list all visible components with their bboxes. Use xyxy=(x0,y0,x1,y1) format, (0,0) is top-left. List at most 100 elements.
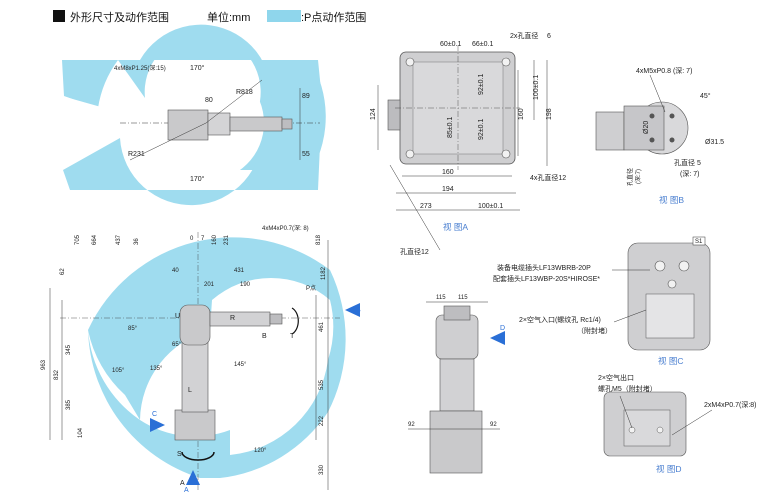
side-label-b: B xyxy=(262,333,267,340)
side-arrow-c xyxy=(150,418,165,432)
side-label-t: T xyxy=(290,333,295,340)
base-label-273: 273 xyxy=(420,203,432,210)
side-label-r: R xyxy=(230,315,235,322)
side-arrow-b xyxy=(345,303,360,317)
top-label-angle-bottom: 170° xyxy=(190,175,205,183)
flange-hole-2 xyxy=(669,113,675,119)
side-forearm xyxy=(209,311,271,327)
top-view: 4xM8xP1.25(深:15) 170° 80 R818 89 55 R231… xyxy=(62,24,326,206)
front-label-115-left: 115 xyxy=(436,295,446,301)
front-label-d: D xyxy=(500,325,505,332)
top-leader-r818 xyxy=(205,79,263,124)
view-a-title: 视 图A xyxy=(443,222,468,232)
side-label-664: 664 xyxy=(92,234,98,245)
side-label-201: 201 xyxy=(204,282,215,288)
side-label-437: 437 xyxy=(116,234,122,245)
base-bolt-bl xyxy=(405,149,415,159)
side-label-65deg: 65° xyxy=(172,342,182,348)
view-d-title: 视 图D xyxy=(656,464,682,474)
flange-view-b: 4xM5xP0.8 (深: 7) 45° Ø31.5 Ø20 孔直径 5 (深:… xyxy=(595,66,724,205)
top-range-notch xyxy=(62,96,140,145)
side-label-105deg: 105° xyxy=(112,368,125,374)
side-lower-arm xyxy=(181,339,209,413)
side-label-190: 190 xyxy=(240,282,251,288)
view-c-connector-line1: 装备电缆插头LF13WBRB-20P xyxy=(497,263,591,272)
view-d-outlet-1 xyxy=(628,426,636,434)
base-bolt-tl xyxy=(405,57,415,67)
side-label-345: 345 xyxy=(66,344,72,355)
flange-hole-1 xyxy=(649,113,655,119)
base-label-hole-top: 2x孔直径 xyxy=(510,31,538,40)
side-label-385: 385 xyxy=(66,399,72,410)
range-legend-label: :P点动作范围 xyxy=(301,10,366,24)
top-robot-arm xyxy=(207,112,231,136)
top-label-thread: 4xM8xP1.25(深:15) xyxy=(114,64,166,72)
side-label-c-arrow: C xyxy=(152,411,157,418)
view-d-screw-label: 2xM4xP0.7(深:8) xyxy=(704,400,757,409)
top-label-55: 55 xyxy=(302,151,310,158)
base-label-100-h: 100±0.1 xyxy=(478,203,503,210)
side-label-535: 535 xyxy=(319,379,325,390)
base-leader-hole xyxy=(389,164,441,251)
front-label-115-right: 115 xyxy=(458,295,468,301)
base-label-124: 124 xyxy=(370,108,377,120)
side-t-arrow xyxy=(291,307,299,335)
top-label-r231: R231 xyxy=(128,151,145,158)
side-label-330: 330 xyxy=(319,464,325,475)
view-d-outlet-2 xyxy=(656,426,664,434)
side-label-flange-thread: 4xM4xP0.7(深: 8) xyxy=(262,224,309,232)
base-label-60: 60±0.1 xyxy=(440,41,461,48)
view-d-leader-outlet xyxy=(619,395,633,429)
top-label-angle-top: 170° xyxy=(190,64,205,72)
base-label-160-h: 160 xyxy=(442,169,454,176)
view-c-connector-line2: 配套插头LF13WBP-20S*HIROSE* xyxy=(493,274,600,283)
side-label-1182: 1182 xyxy=(321,266,327,280)
side-label-104: 104 xyxy=(78,427,84,438)
top-label-89: 89 xyxy=(302,93,310,100)
front-view: 115 115 D 92 92 xyxy=(408,295,505,474)
base-label-194: 194 xyxy=(442,186,454,193)
side-label-231: 231 xyxy=(224,234,230,245)
view-d-outlet-line2: 螺孔M5（附封堵） xyxy=(598,384,657,393)
top-label-80: 80 xyxy=(205,97,213,104)
side-arrow-a xyxy=(186,470,200,485)
side-label-832: 832 xyxy=(54,369,60,380)
side-label-a: A xyxy=(180,480,185,487)
flange-label-d20: Ø20 xyxy=(643,121,650,134)
view-c-air-inlet-line1: 2×空气入口(螺纹孔 Rc1/4) xyxy=(519,315,601,324)
flange-label-depth7: (深: 7) xyxy=(680,169,699,178)
side-label-135deg: 135° xyxy=(150,366,163,372)
side-label-145deg: 145° xyxy=(234,362,247,368)
side-label-222: 222 xyxy=(319,415,325,426)
top-robot-wrist xyxy=(281,118,293,130)
front-wrist xyxy=(443,305,471,321)
side-label-160: 160 xyxy=(212,234,218,245)
view-d: 2×空气出口 螺孔M5（附封堵） 2xM4xP0.7(深:8) 视 图D xyxy=(598,373,757,474)
front-arrow-d xyxy=(490,331,505,345)
side-label-p-point: P点 xyxy=(306,284,316,292)
flange-hole-4 xyxy=(669,137,675,143)
base-bolt-tr xyxy=(501,57,511,67)
side-base xyxy=(174,409,216,441)
side-label-36: 36 xyxy=(134,238,140,245)
side-label-u: U xyxy=(175,313,180,320)
base-bolt-br xyxy=(501,149,511,159)
flange-label-hole-side: 孔直径 xyxy=(626,168,634,186)
base-label-92-bottom: 92±0.1 xyxy=(478,119,485,140)
top-leader-r231 xyxy=(129,122,207,161)
side-label-705: 705 xyxy=(75,234,81,245)
view-c-leader-air xyxy=(613,309,647,323)
side-view: 705 664 437 36 0 7 160 231 4xM4xP0.7(深: … xyxy=(41,224,361,494)
side-label-a-arrow: A xyxy=(184,487,189,494)
side-label-963: 963 xyxy=(41,359,47,370)
flange-label-depth-side: (深:7) xyxy=(634,169,642,184)
side-s-arrow xyxy=(181,451,215,461)
front-upper xyxy=(435,314,479,360)
base-label-hole-bottom: 孔直径12 xyxy=(400,247,429,256)
side-label-120deg: 120° xyxy=(254,448,267,454)
side-label-62: 62 xyxy=(60,268,66,275)
flange-label-45: 45° xyxy=(700,92,711,100)
flange-neck xyxy=(623,105,665,151)
base-view-a: 2x孔直径 6 60±0.1 66±0.1 100±0.1 124 92±0.1… xyxy=(370,31,566,256)
view-c-port-2 xyxy=(678,260,690,272)
